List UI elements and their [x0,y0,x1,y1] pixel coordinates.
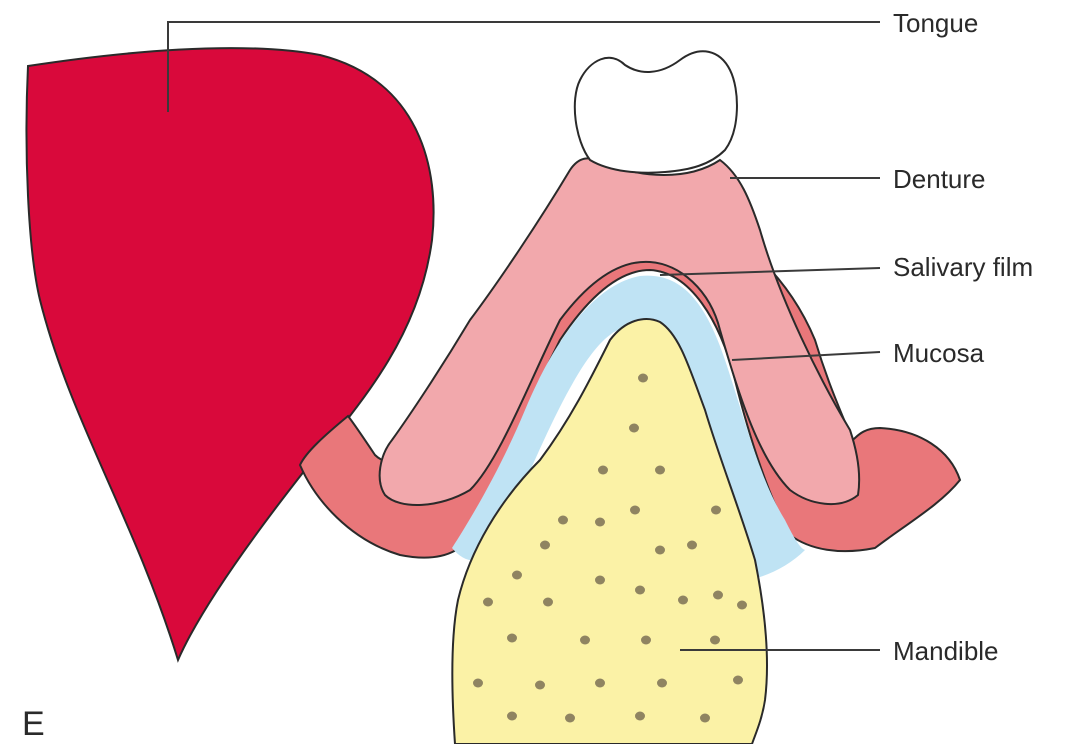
bone-dot [629,424,639,433]
bone-dot [710,636,720,645]
bone-dot [638,374,648,383]
bone-dot [641,636,651,645]
bone-dot [540,541,550,550]
bone-dot [630,506,640,515]
bone-dot [655,466,665,475]
bone-dot [687,541,697,550]
bone-dot [655,546,665,555]
bone-dot [737,601,747,610]
bone-dot [580,636,590,645]
bone-dot [678,596,688,605]
bone-dot [711,506,721,515]
panel-letter: E [22,705,45,743]
bone-dot [635,586,645,595]
bone-dot [507,634,517,643]
tongue-shape [27,48,434,660]
bone-dot [598,466,608,475]
bone-dot [512,571,522,580]
salivary-film-label: Salivary film [893,252,1033,282]
bone-dot [483,598,493,607]
denture-label: Denture [893,164,986,194]
bone-dot [713,591,723,600]
mucosa-label: Mucosa [893,338,985,368]
bone-dot [635,712,645,721]
mandible-label: Mandible [893,636,999,666]
tongue-label: Tongue [893,8,978,38]
bone-dot [535,681,545,690]
bone-dot [595,679,605,688]
tooth-shape [575,51,737,172]
bone-dot [507,712,517,721]
bone-dot [558,516,568,525]
bone-dot [473,679,483,688]
bone-dot [700,714,710,723]
bone-dot [595,576,605,585]
bone-dot [595,518,605,527]
bone-dot [565,714,575,723]
bone-dot [657,679,667,688]
bone-dot [543,598,553,607]
bone-dot [733,676,743,685]
